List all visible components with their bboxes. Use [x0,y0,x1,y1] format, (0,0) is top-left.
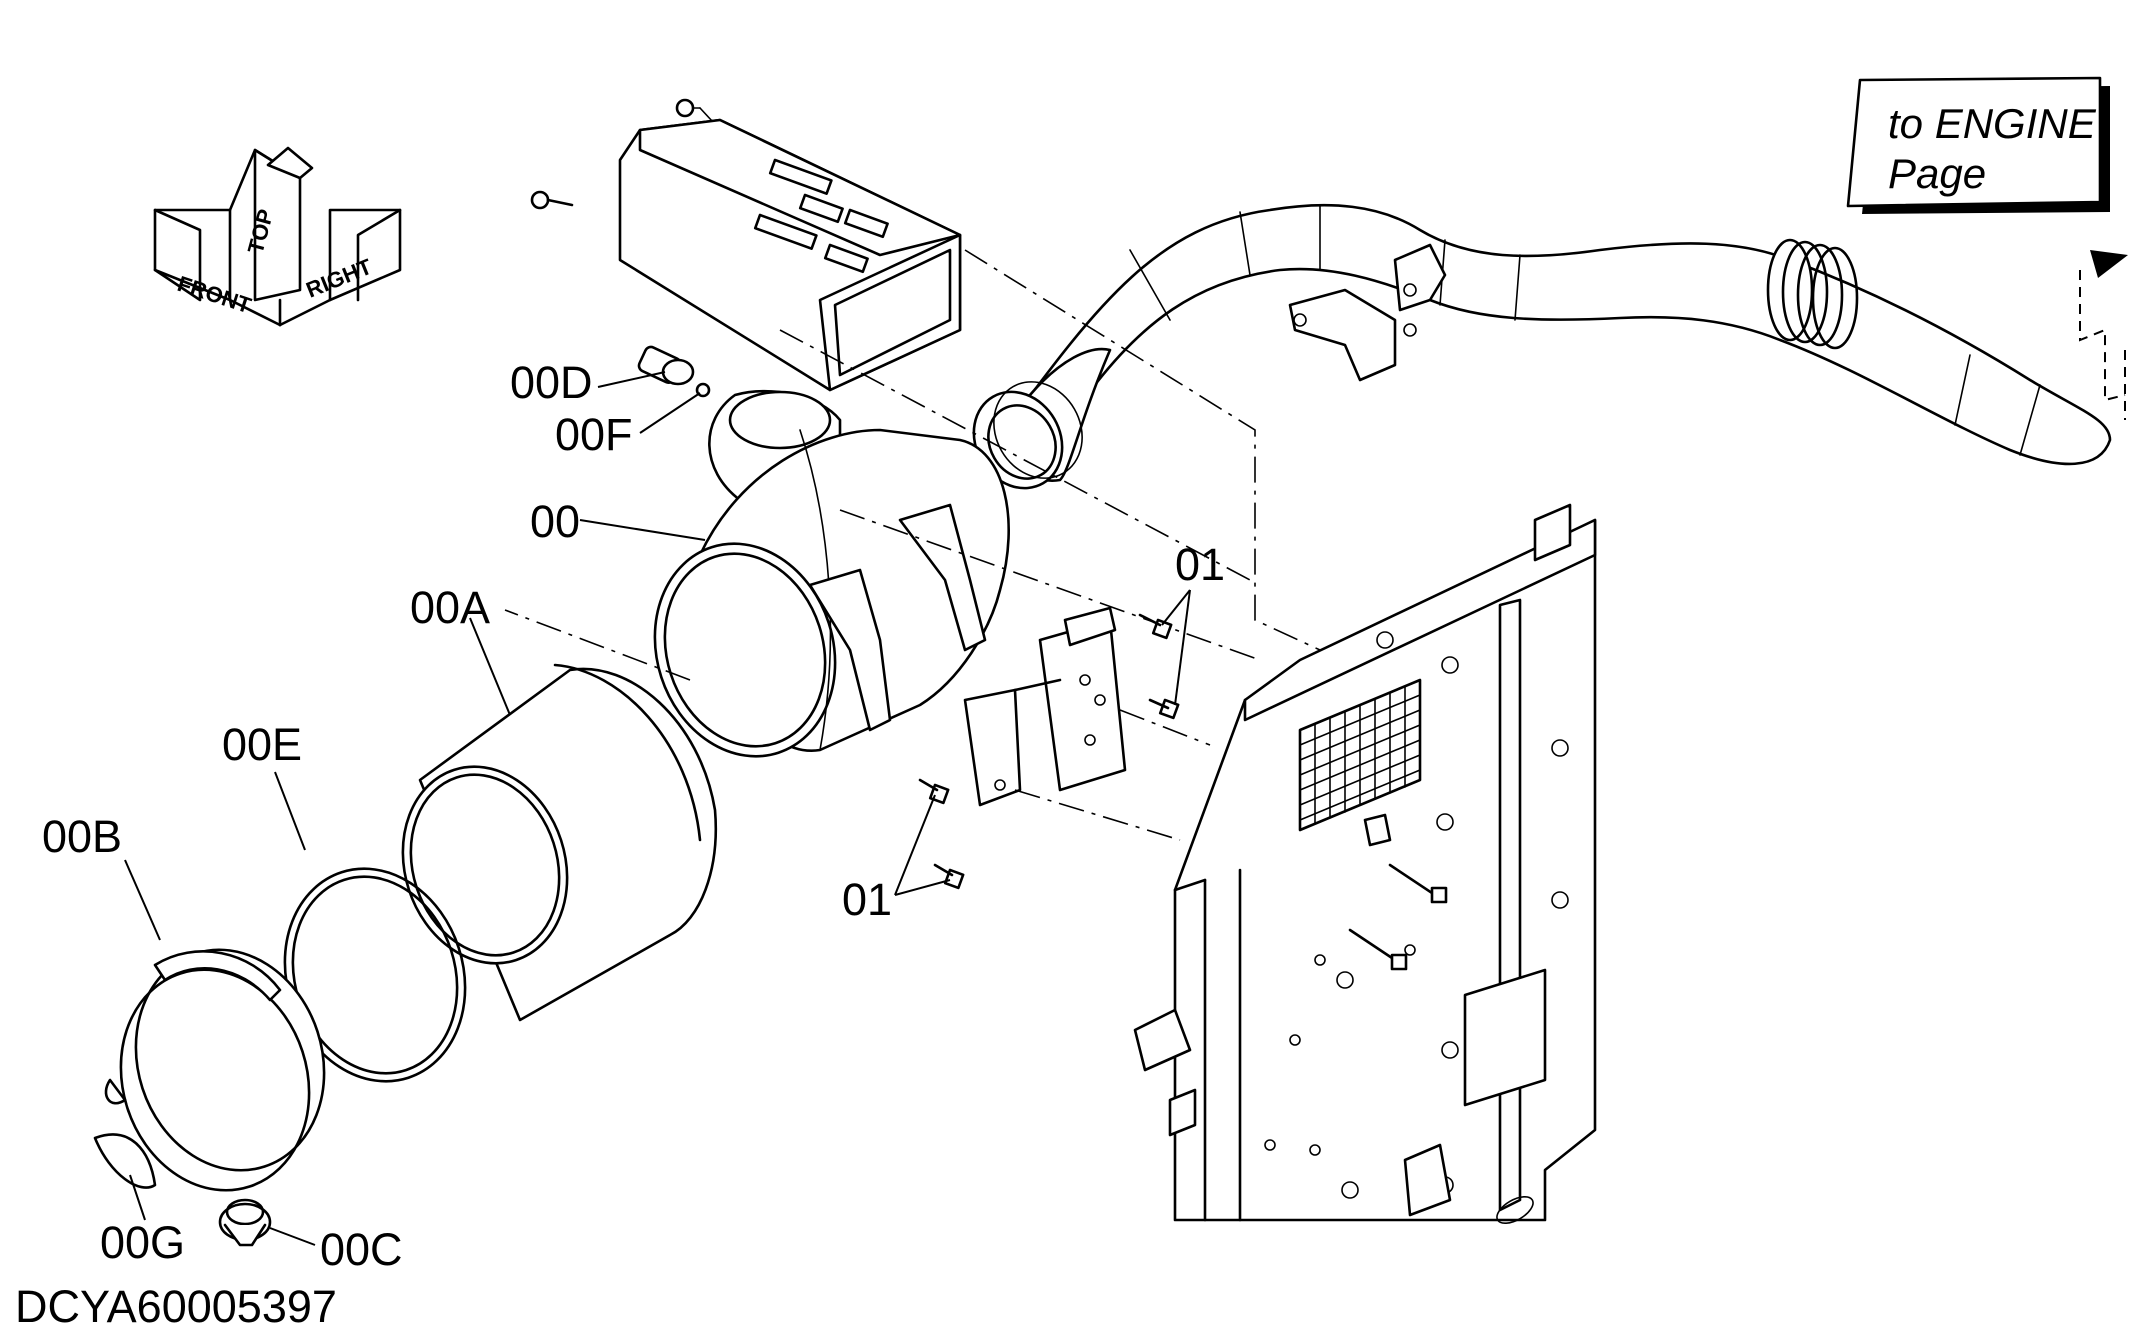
mounting-bracket [963,606,1211,841]
leader-lines [124,371,1191,1246]
panel-grille [1298,678,1422,832]
frame-panel [1133,503,1597,1225]
callout-00C: 00C [320,1224,403,1275]
callout-01-lower: 01 [842,874,892,925]
pre-cleaner-hood [530,98,1251,581]
orientation-compass: FRONT TOP RIGHT [153,146,402,327]
intake-hose [1003,203,2112,466]
engine-link-line2: Page [1888,150,1986,197]
callout-00A: 00A [410,582,490,633]
engine-page-link[interactable]: to ENGINE Page [1846,76,2110,214]
callout-00D: 00D [510,357,593,408]
filter-element [401,663,718,1022]
engine-link-arrow-icon [2079,250,2128,420]
callout-00F: 00F [555,409,633,460]
callout-01-upper: 01 [1175,539,1225,590]
restriction-indicator [637,345,711,398]
evacuator-valve [93,1133,272,1247]
assembly-line [964,249,1321,651]
callout-00E: 00E [222,719,302,770]
engine-link-line1: to ENGINE [1888,100,2097,147]
callout-00G: 00G [100,1217,185,1268]
callout-00: 00 [530,496,580,547]
document-code: DCYA60005397 [15,1281,337,1332]
inlet-hose-end [972,347,1112,490]
callout-00B: 00B [42,811,122,862]
air-cleaner-housing [504,389,1261,758]
dust-cover [104,948,326,1192]
